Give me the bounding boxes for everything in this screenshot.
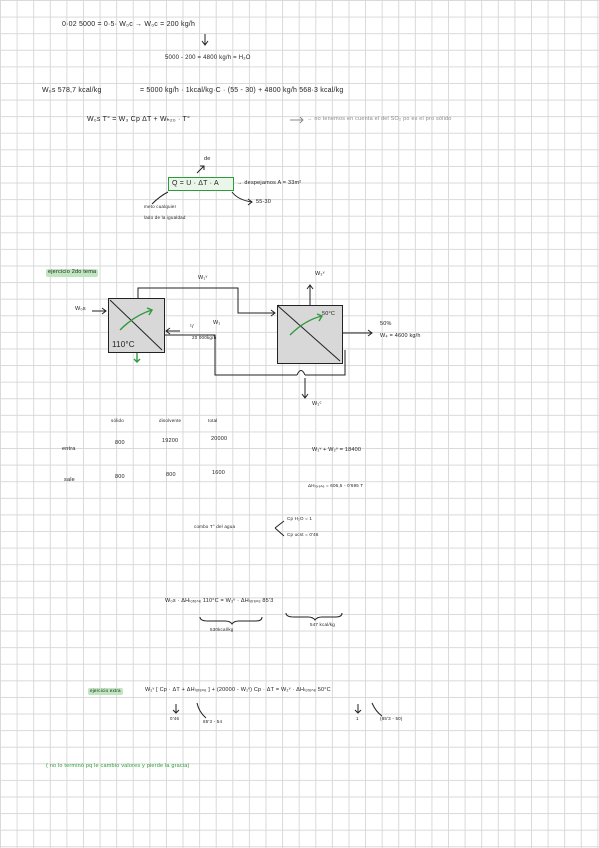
eq-energy-lhs: W₀s 578,7 kcal/kg: [42, 87, 102, 94]
combo-label: combo T° del agua: [194, 524, 236, 529]
w1-prefix: ¹/: [190, 324, 194, 330]
heat-formula-box: [168, 177, 234, 191]
w1-value: 20 000kg/h: [192, 335, 217, 340]
table-cell: 800: [166, 472, 176, 478]
eq-line-2: 5000 - 200 = 4800 kg/h = H₂O: [165, 55, 251, 61]
temp-evap-2: 50°C: [322, 311, 336, 317]
footer-note: ( no lo terminó pq le cambio valores y p…: [46, 763, 190, 769]
table-cell: 800: [115, 474, 125, 480]
heat-note-1: meto cualquier: [144, 204, 177, 209]
balance-equation: W₀s · ΔHₗₒᵣₑₙₑ 110°C = W₂ᵛ · ΔHₗₒᵣₑₙₑ 85…: [165, 598, 274, 604]
table-row-label-in: entra: [62, 446, 76, 452]
heat-note-2: lado de la igualdad: [144, 215, 186, 220]
feed-label: W₀s: [75, 306, 86, 312]
eq-note: → no tenemos en cuenta el del SO₂ po es …: [307, 116, 452, 122]
table-header-solid: sólido: [111, 418, 124, 423]
combo-option-1: Cp H₂O = 1: [287, 516, 313, 521]
out-value: W₄ = 4600 kg/h: [380, 333, 421, 339]
table-cell: 1600: [212, 470, 226, 476]
out-label: 50%: [380, 321, 392, 327]
diagram-title: ejercicio 2do tema: [46, 269, 99, 277]
cond-label: W₁ᶜ: [312, 401, 322, 407]
latent-heat-formula: ΔHₗₒᵣₑₙₑ = 606,5 - 0'695 T: [308, 483, 364, 488]
table-row-label-out: sale: [64, 477, 75, 483]
temp-evap-1: 110°C: [112, 340, 135, 349]
final-note-2: 85'3 - 54: [203, 719, 223, 724]
w2v-label: W₂ᵛ: [315, 271, 325, 277]
table-cell: 20000: [211, 436, 228, 442]
combo-option-2: Cp ucst = 0'46: [287, 532, 319, 537]
final-tag: ejercicio extra: [88, 688, 123, 695]
w1-label: W₁: [213, 320, 221, 326]
eq-enthalpy: W₀s T° = W₃ Cp ΔT + Wₕ₂₀ · T°: [87, 116, 191, 123]
final-note-1: 0'46: [170, 716, 180, 721]
balance-under-2: 547 kcal/kg: [310, 622, 335, 627]
table-cell: 19200: [162, 438, 179, 444]
table-cell: 800: [115, 440, 125, 446]
eq-energy-rhs: = 5000 kg/h · 1kcal/kg·C · (55 - 30) + 4…: [140, 87, 344, 94]
eq-line-1: 0·02 5000 = 0·5· W₀c → W₀c = 200 kg/h: [62, 21, 196, 28]
heat-result: → despejamos A = 33m²: [237, 180, 302, 186]
heat-formula: Q = U · ΔT · A: [172, 180, 219, 187]
table-header-total: total: [208, 418, 218, 423]
balance-under-1: 530kcal/kg: [210, 627, 234, 632]
vapor-sum: W₁ᵛ + W₂ᵛ = 18400: [312, 447, 362, 453]
table-header-solvent: disolvente: [159, 418, 182, 423]
final-equation: W₁ᵛ [ Cp · ΔT + ΔHₗₒᵣₑₙₑ ] + (20000 - W₁…: [145, 687, 331, 693]
w1v-label: W₁ᵛ: [198, 275, 208, 281]
final-note-3: 1: [356, 716, 359, 721]
heat-de: de: [204, 156, 211, 162]
heat-delta: 55-30: [256, 199, 272, 205]
final-note-4: (85'3 - 50): [380, 716, 403, 721]
